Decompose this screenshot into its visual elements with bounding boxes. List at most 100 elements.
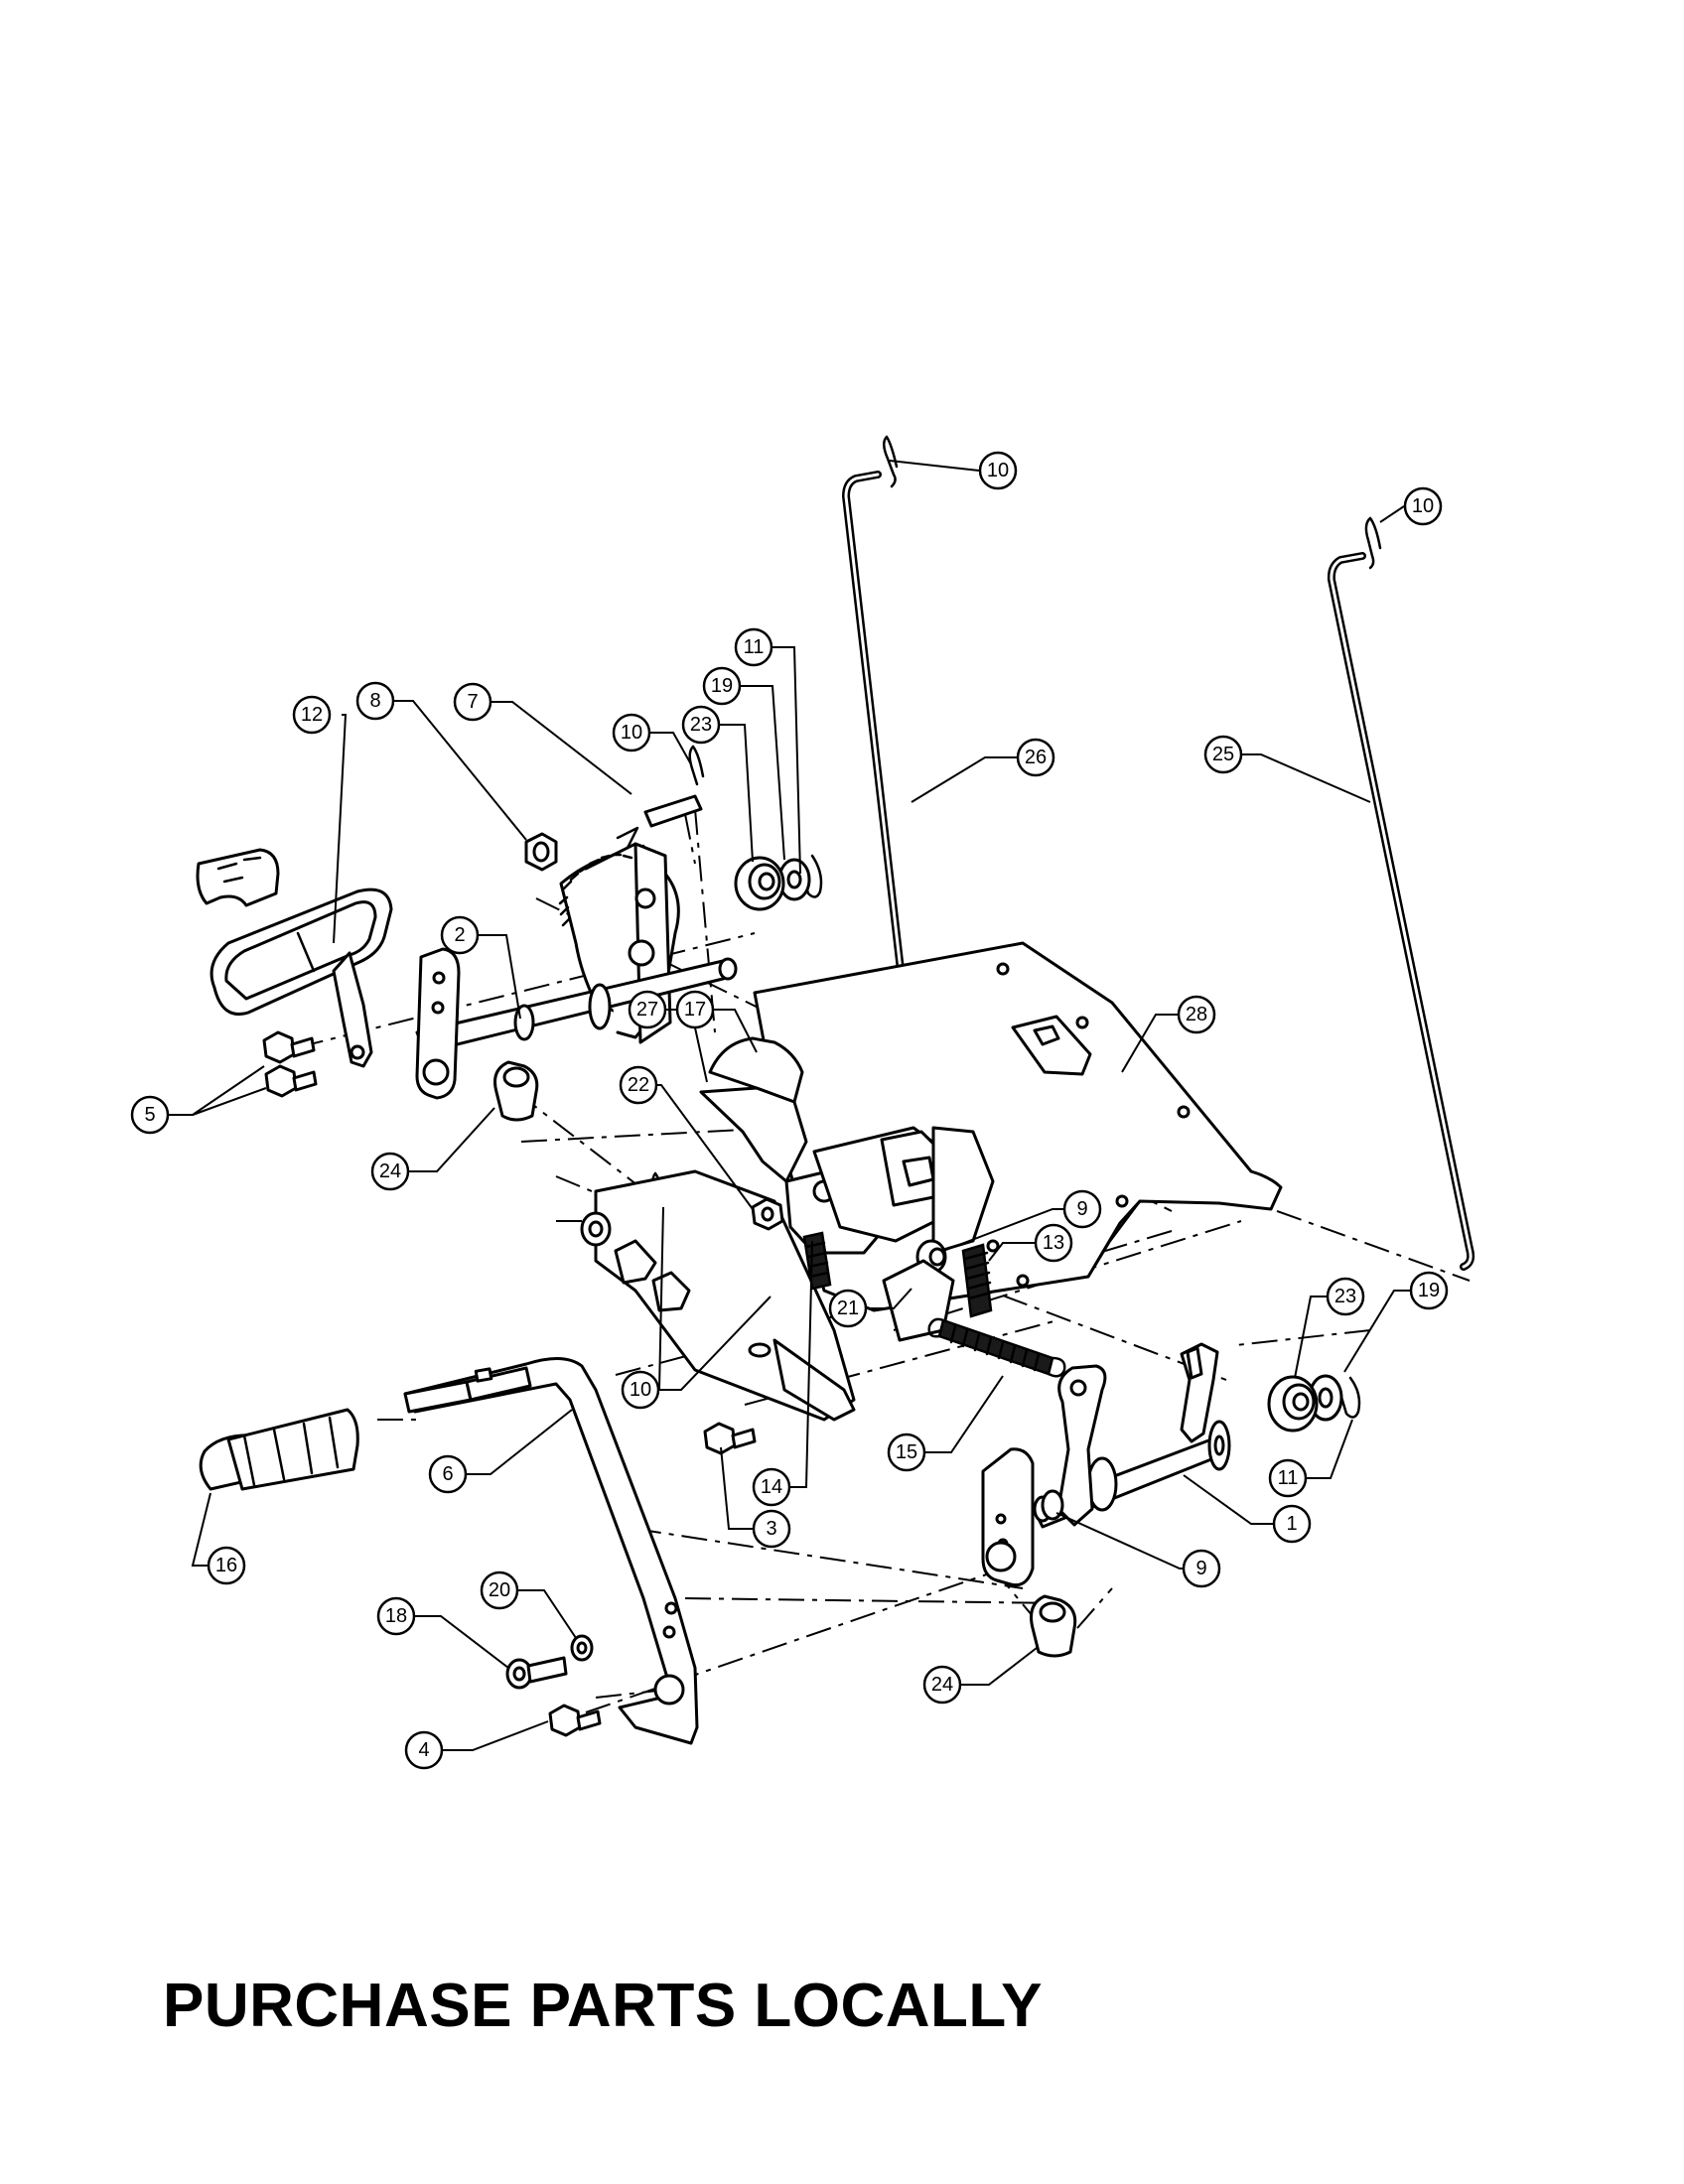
svg-text:3: 3 (766, 1518, 776, 1540)
svg-text:23: 23 (1334, 1286, 1356, 1307)
svg-text:9: 9 (1076, 1198, 1087, 1220)
svg-text:15: 15 (896, 1441, 917, 1463)
bolt-3 (703, 1422, 757, 1455)
bolt-5b (264, 1064, 318, 1098)
svg-text:23: 23 (690, 714, 712, 736)
svg-text:19: 19 (1418, 1280, 1440, 1301)
callout-21: 21 (828, 1289, 868, 1328)
svg-text:11: 11 (744, 636, 765, 658)
callout-7: 7 (453, 682, 492, 722)
svg-text:13: 13 (1043, 1232, 1064, 1254)
svg-text:4: 4 (418, 1739, 429, 1761)
svg-text:7: 7 (467, 691, 478, 713)
callout-2: 2 (440, 915, 480, 955)
svg-text:10: 10 (987, 460, 1009, 481)
callout-10: 10 (612, 713, 651, 752)
svg-text:10: 10 (1412, 495, 1434, 517)
svg-text:1: 1 (1286, 1513, 1297, 1535)
svg-text:2: 2 (454, 924, 465, 946)
hairpin-clip-11b (1338, 1376, 1361, 1419)
svg-text:8: 8 (369, 690, 380, 712)
svg-text:5: 5 (144, 1104, 155, 1126)
nut-8 (524, 832, 558, 872)
callout-19: 19 (1409, 1271, 1449, 1310)
callout-22: 22 (619, 1065, 658, 1105)
leader-lines (169, 460, 1410, 1751)
brake-pedal-12 (196, 848, 393, 1068)
shoulder-bolt-18 (505, 1656, 568, 1690)
callout-12: 12 (292, 695, 332, 735)
nut-22 (751, 1197, 784, 1231)
callout-17: 17 (675, 990, 715, 1029)
svg-text:10: 10 (630, 1379, 651, 1401)
callout-3: 3 (752, 1509, 791, 1549)
callout-1: 1 (1272, 1504, 1312, 1544)
callout-18: 18 (376, 1596, 416, 1636)
callout-13: 13 (1034, 1223, 1073, 1263)
callout-24: 24 (922, 1665, 962, 1705)
washer-20 (570, 1634, 594, 1662)
bearing-24a (493, 1060, 539, 1122)
extension-spring-15 (927, 1317, 1066, 1378)
bushing-9b (1041, 1489, 1064, 1521)
flange-nut-23b (1267, 1375, 1319, 1433)
svg-text:12: 12 (301, 704, 323, 726)
svg-text:16: 16 (215, 1555, 237, 1576)
callout-23: 23 (1326, 1277, 1365, 1316)
callout-16: 16 (207, 1546, 246, 1585)
spring-13 (961, 1243, 993, 1318)
callout-20: 20 (480, 1570, 519, 1610)
callout-23: 23 (681, 705, 721, 745)
callout-28: 28 (1177, 995, 1216, 1034)
callout-11: 11 (734, 627, 773, 667)
svg-text:28: 28 (1186, 1004, 1207, 1025)
rod-25 (1327, 552, 1475, 1271)
callout-9: 9 (1182, 1549, 1221, 1588)
svg-text:17: 17 (684, 999, 706, 1021)
washer-19a (777, 858, 811, 901)
callout-19: 19 (702, 666, 742, 706)
pedal-shaft-1 (1031, 1342, 1231, 1529)
footer-note: PURCHASE PARTS LOCALLY (163, 1972, 1043, 2040)
bolt-5a (262, 1030, 316, 1064)
svg-text:21: 21 (837, 1297, 859, 1319)
callouts: 10 10 11 19 23 10 7 8 12 26 25 2 27 17 2… (130, 451, 1449, 1770)
svg-text:26: 26 (1025, 747, 1047, 768)
lower-frame (580, 1169, 856, 1422)
svg-text:24: 24 (931, 1674, 953, 1696)
callout-8: 8 (355, 681, 395, 721)
callout-10: 10 (1403, 486, 1443, 526)
callout-25: 25 (1203, 735, 1243, 774)
svg-text:22: 22 (628, 1074, 649, 1096)
svg-text:27: 27 (636, 999, 658, 1021)
bearing-24b (1030, 1594, 1077, 1658)
flange-nut-23a (734, 856, 785, 911)
svg-text:10: 10 (621, 722, 642, 744)
svg-text:6: 6 (442, 1463, 453, 1485)
svg-text:18: 18 (385, 1605, 407, 1627)
shaft-2 (415, 957, 738, 1054)
callout-10: 10 (978, 451, 1018, 490)
svg-text:19: 19 (711, 675, 733, 697)
callout-15: 15 (887, 1433, 926, 1472)
svg-text:20: 20 (489, 1579, 510, 1601)
callout-11: 11 (1268, 1458, 1308, 1498)
callout-5: 5 (130, 1095, 170, 1135)
bolt-4 (548, 1704, 602, 1737)
callout-14: 14 (752, 1467, 791, 1507)
svg-text:11: 11 (1278, 1467, 1299, 1489)
callout-6: 6 (428, 1454, 468, 1494)
hairpin-clip-10a (883, 435, 899, 488)
callout-27: 27 (628, 990, 667, 1029)
callout-24: 24 (370, 1152, 410, 1191)
callout-9: 9 (1062, 1189, 1102, 1229)
svg-text:9: 9 (1195, 1558, 1206, 1579)
hairpin-clip-10c (688, 745, 705, 786)
callout-4: 4 (404, 1730, 444, 1770)
svg-text:24: 24 (379, 1160, 401, 1182)
hairpin-clip-11a (800, 854, 823, 898)
pedal-pad-16 (199, 1408, 359, 1491)
svg-text:25: 25 (1212, 744, 1234, 765)
lower-link-plate (981, 1447, 1052, 1587)
